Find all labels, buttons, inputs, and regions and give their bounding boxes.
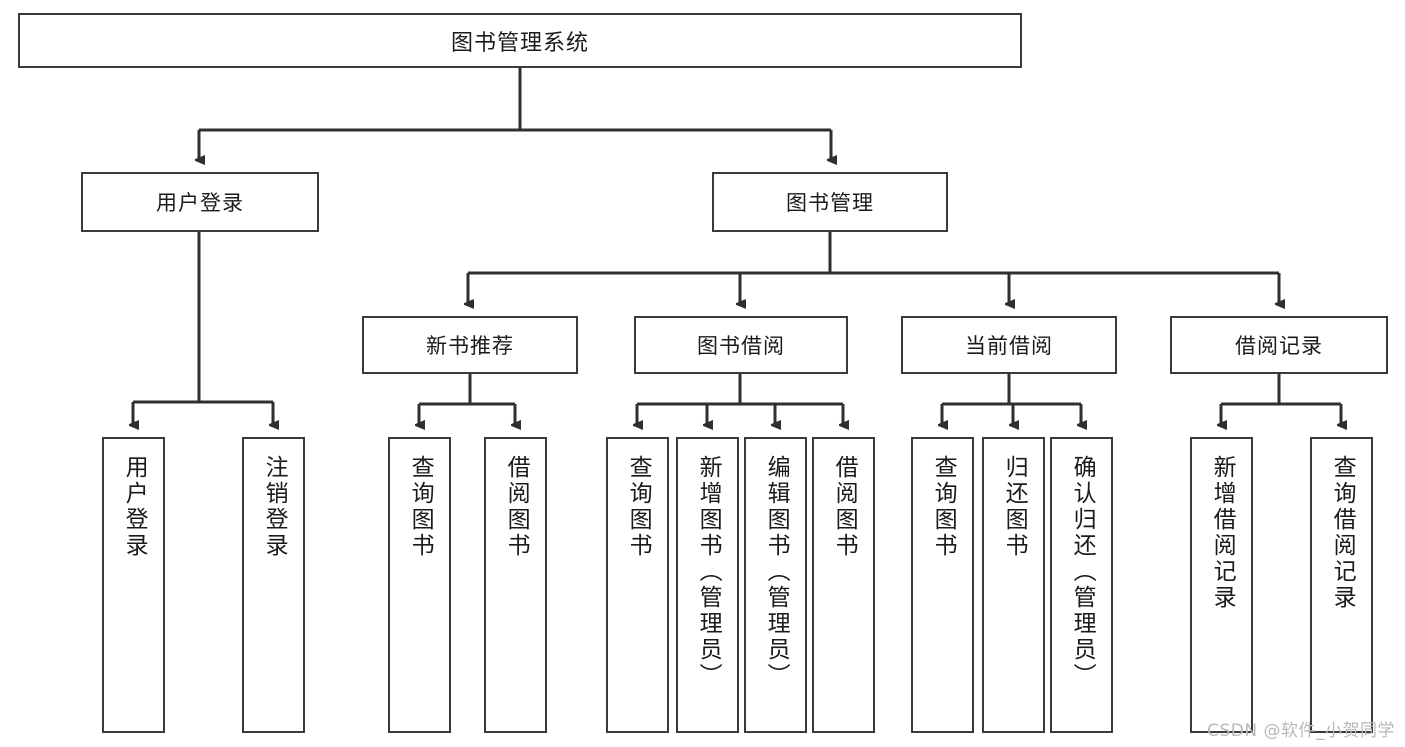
node-label: 用户登录 — [121, 455, 148, 559]
leaf-query-book-2[interactable]: 查询图书 — [606, 437, 669, 733]
watermark: CSDN @软件_小贺同学 — [1207, 721, 1395, 741]
node-label: 借阅图书 — [831, 455, 858, 559]
node-label: 编辑图书（管理员） — [763, 455, 790, 689]
leaf-user-login[interactable]: 用户登录 — [102, 437, 165, 733]
leaf-confirm-return[interactable]: 确认归还（管理员） — [1050, 437, 1113, 733]
node-label: 借阅记录 — [1235, 334, 1323, 358]
node-label: 查询借阅记录 — [1329, 455, 1356, 611]
node-label: 查询图书 — [407, 455, 434, 559]
leaf-user-logout[interactable]: 注销登录 — [242, 437, 305, 733]
leaf-return-book[interactable]: 归还图书 — [982, 437, 1045, 733]
leaf-borrow-book-2[interactable]: 借阅图书 — [812, 437, 875, 733]
node-root[interactable]: 图书管理系统 — [18, 13, 1022, 68]
leaf-borrow-book-1[interactable]: 借阅图书 — [484, 437, 547, 733]
node-current-borrow[interactable]: 当前借阅 — [901, 316, 1117, 374]
node-label: 查询图书 — [930, 455, 957, 559]
node-user-login[interactable]: 用户登录 — [81, 172, 319, 232]
leaf-query-book-3[interactable]: 查询图书 — [911, 437, 974, 733]
leaf-query-record[interactable]: 查询借阅记录 — [1310, 437, 1373, 733]
node-label: 新增借阅记录 — [1209, 455, 1236, 611]
node-new-book-rec[interactable]: 新书推荐 — [362, 316, 578, 374]
node-label: 新增图书（管理员） — [695, 455, 722, 689]
node-label: 借阅图书 — [503, 455, 530, 559]
node-label: 当前借阅 — [965, 334, 1053, 358]
node-label: 图书管理系统 — [450, 30, 589, 56]
leaf-query-book-1[interactable]: 查询图书 — [388, 437, 451, 733]
node-label: 注销登录 — [261, 455, 288, 559]
node-borrow-record[interactable]: 借阅记录 — [1170, 316, 1388, 374]
node-book-borrow[interactable]: 图书借阅 — [634, 316, 848, 374]
leaf-add-book[interactable]: 新增图书（管理员） — [676, 437, 739, 733]
node-label: 新书推荐 — [426, 334, 514, 358]
leaf-edit-book[interactable]: 编辑图书（管理员） — [744, 437, 807, 733]
node-label: 图书借阅 — [697, 334, 785, 358]
node-label: 用户登录 — [156, 191, 244, 215]
leaf-add-record[interactable]: 新增借阅记录 — [1190, 437, 1253, 733]
node-label: 归还图书 — [1001, 455, 1028, 559]
node-label: 确认归还（管理员） — [1069, 455, 1096, 689]
node-label: 查询图书 — [625, 455, 652, 559]
node-label: 图书管理 — [786, 191, 874, 215]
node-book-manage[interactable]: 图书管理 — [712, 172, 948, 232]
